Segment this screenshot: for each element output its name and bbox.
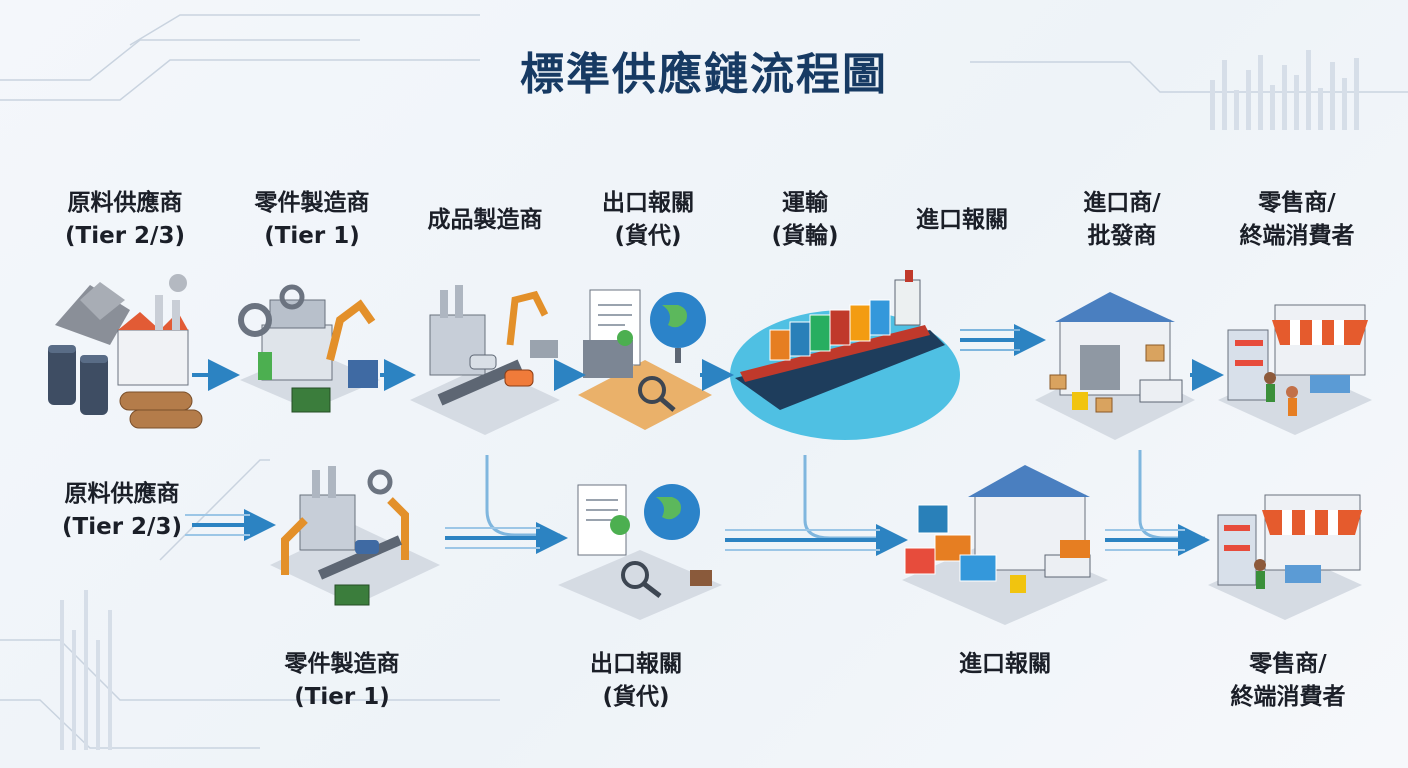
import-warehouse-icon-bottom [902,465,1108,625]
cargo-ship-icon [730,270,960,440]
label-raw-material-supplier: 原料供應商(Tier 2/3) [45,187,205,253]
parts-factory-icon [240,287,380,412]
label-finished-goods-manufacturer: 成品製造商 [405,204,565,237]
label-import-customs: 進口報關 [882,204,1042,237]
label-export-customs-bottom: 出口報關(貨代) [556,648,716,714]
export-customs-icon [578,290,712,430]
finished-goods-factory-icon [410,285,560,435]
label-retailer-consumer: 零售商/終端消費者 [1212,187,1382,253]
label-importer-wholesaler: 進口商/批發商 [1042,187,1202,253]
raw-materials-icon [48,274,202,428]
label-shipping: 運輸(貨輪) [725,187,885,253]
retail-store-icon-bottom [1208,495,1362,620]
warehouse-icon [1035,292,1195,440]
label-export-customs: 出口報關(貨代) [568,187,728,253]
retail-store-icon [1218,305,1372,435]
label-retailer-consumer-bottom: 零售商/終端消費者 [1203,648,1373,714]
label-raw-material-supplier-bottom: 原料供應商(Tier 2/3) [42,478,202,544]
parts-factory-icon-bottom [270,466,440,605]
export-customs-icon-bottom [558,484,722,620]
label-parts-manufacturer: 零件製造商(Tier 1) [232,187,392,253]
label-import-customs-bottom: 進口報關 [925,648,1085,681]
label-parts-manufacturer-bottom: 零件製造商(Tier 1) [262,648,422,714]
